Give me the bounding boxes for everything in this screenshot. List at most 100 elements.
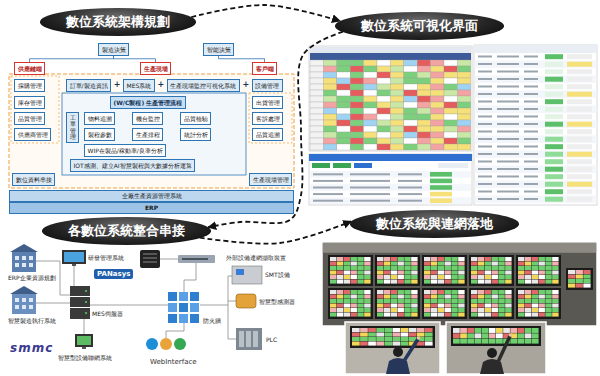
screen-cell: [518, 266, 524, 270]
screen-cell: [451, 308, 457, 312]
node-text: 品質追溯: [256, 131, 280, 139]
screen-cell: [424, 275, 430, 279]
screen-cell: [409, 333, 417, 337]
screen-cell: [364, 290, 370, 294]
status-cell: [457, 102, 470, 108]
monitor-icon: [75, 334, 93, 347]
screen-cell: [485, 266, 491, 270]
panel-header: [309, 154, 472, 161]
network-wire: [166, 323, 184, 338]
status-cell: [417, 120, 430, 126]
status-cell: [404, 90, 417, 96]
screen-cell: [357, 275, 363, 279]
screen-cell: [393, 342, 401, 346]
screen-cell: [492, 280, 498, 284]
integration-box: 生產現場管理: [249, 173, 292, 186]
screen-cell: [525, 295, 531, 299]
screen-cell: [485, 280, 491, 284]
screen-cell: [498, 304, 504, 308]
screen-cell: [398, 299, 404, 303]
screen-cell: [357, 290, 363, 294]
status-cell: [417, 96, 430, 102]
integration-box: 數位資料串接: [12, 173, 55, 186]
screen-cell: [357, 295, 363, 299]
screen-cell: [401, 342, 409, 346]
screen-cell: [368, 337, 376, 341]
system-box: MES系統: [123, 79, 155, 92]
screen-cell: [391, 280, 397, 284]
browser-icon: [174, 338, 186, 350]
status-cell: [457, 126, 470, 132]
screen-cell: [438, 266, 444, 270]
screen-cell: [368, 342, 376, 346]
status-cell: [390, 72, 403, 78]
screen-cell: [445, 266, 451, 270]
screen-panel: [309, 154, 472, 205]
building-window: [15, 256, 19, 260]
screen-cell: [438, 290, 444, 294]
monitor-screen: [516, 255, 561, 286]
text-mimic: [478, 183, 492, 185]
screen-cell: [496, 328, 503, 333]
screen-cell: [398, 308, 404, 312]
screen-cell: [431, 304, 437, 308]
screen-cell: [351, 280, 357, 284]
screen-cell: [505, 262, 511, 266]
text-mimic: [478, 191, 492, 193]
status-cell: [337, 66, 350, 72]
screen-cell: [545, 304, 551, 308]
screen-cell: [458, 271, 464, 275]
status-cell: [431, 102, 444, 108]
text-mimic: [524, 168, 538, 170]
screen-cell: [485, 304, 491, 308]
screen-cell: [351, 299, 357, 303]
table-row: [475, 181, 597, 189]
screen-cell: [478, 308, 484, 312]
screen-cell: [552, 308, 558, 312]
status-cell: [431, 126, 444, 132]
screen-cell: [482, 339, 489, 344]
status-cell: [404, 60, 417, 66]
status-cell: [545, 84, 563, 89]
screen-cell: [451, 299, 457, 303]
screen-cell: [352, 342, 360, 346]
network-wire: [74, 266, 75, 286]
status-cell: [390, 90, 403, 96]
status-cell: [404, 84, 417, 90]
screen-cell: [344, 257, 350, 261]
screen-cell: [489, 328, 496, 333]
screen-cell: [498, 266, 504, 270]
screen-cell: [411, 271, 417, 275]
status-cell: [404, 108, 417, 114]
status-cell: [545, 99, 563, 104]
screen-cell: [411, 266, 417, 270]
screen-cell: [505, 290, 511, 294]
text-mimic: [497, 176, 519, 178]
building-window: [22, 298, 26, 302]
status-cell: [444, 120, 457, 126]
screen-cell: [485, 313, 491, 317]
monitor-stand: [72, 264, 76, 266]
function-box: 出貨管理: [252, 96, 283, 109]
status-cell: [417, 114, 430, 120]
status-cell: [457, 90, 470, 96]
status-cell: [431, 84, 444, 90]
screen-cell: [583, 270, 590, 274]
screen-cell: [398, 275, 404, 279]
status-cell: [350, 126, 363, 132]
screen-cell: [337, 308, 343, 312]
node-text: 供應鏈端: [18, 65, 42, 73]
screen-cell: [525, 304, 531, 308]
screen-cell: [458, 275, 464, 279]
table-row: [475, 166, 597, 174]
text-mimic: [478, 168, 492, 170]
status-cell: [310, 84, 323, 90]
status-cell: [567, 122, 592, 127]
status-cell: [337, 108, 350, 114]
screen-cell: [492, 313, 498, 317]
text-mimic: [350, 180, 390, 182]
network-wire: [184, 263, 196, 292]
device-label: 智慧型感測器: [259, 298, 295, 305]
status-cell: [323, 72, 336, 78]
